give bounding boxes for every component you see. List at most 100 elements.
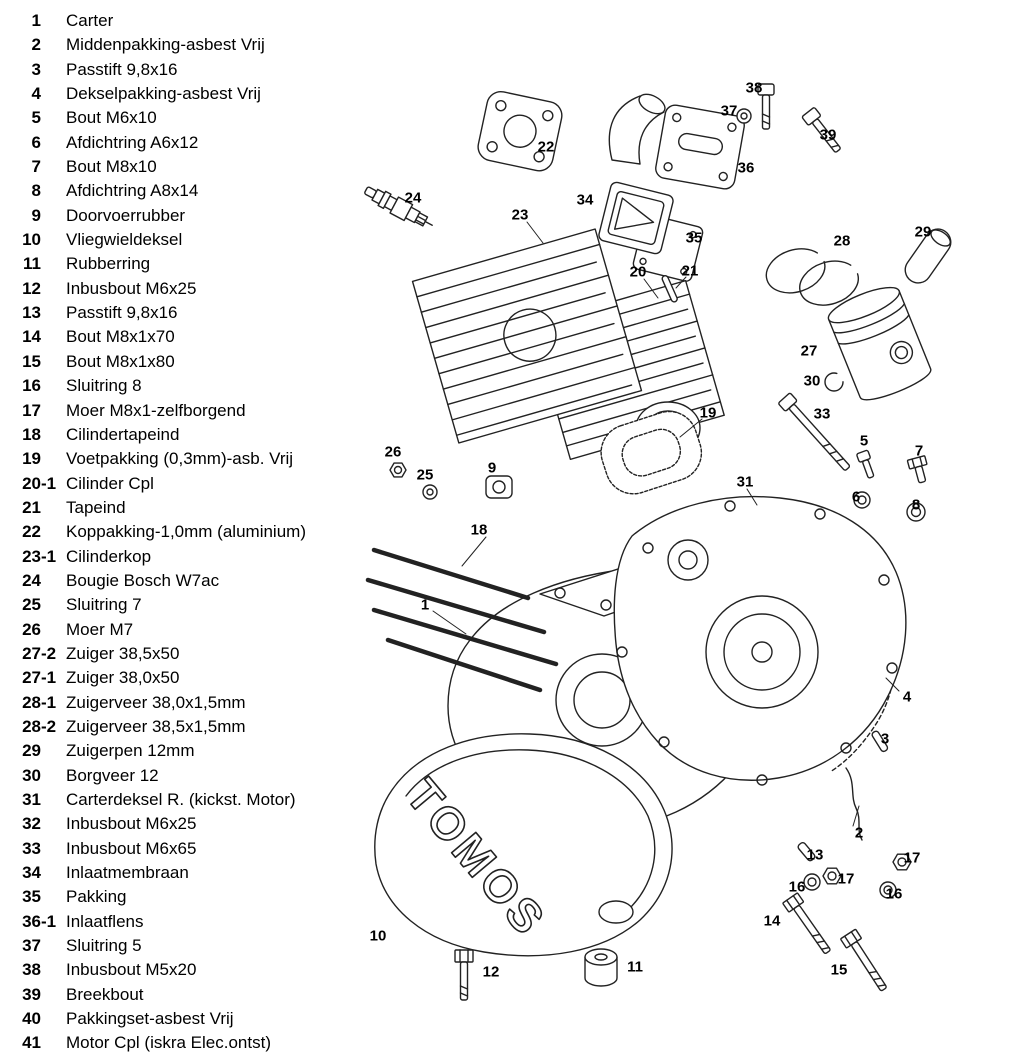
part-label: Koppakking-1,0mm (aluminium) — [66, 522, 306, 542]
part-row: 15 Bout M8x1x80 — [0, 350, 345, 374]
callout-5: 5 — [859, 432, 869, 450]
exploded-diagram: TOMOS — [364, 80, 952, 1001]
washer-16b-drawing — [879, 881, 897, 899]
part-label: Inbusbout M6x25 — [66, 814, 197, 834]
part-number: 33 — [22, 838, 41, 858]
part-number: 25 — [22, 595, 41, 615]
part-label: Doorvoerrubber — [66, 205, 186, 225]
part-number: 26 — [22, 619, 41, 639]
callout-12: 12 — [482, 963, 500, 981]
part-label: Passtift 9,8x16 — [66, 303, 178, 323]
part-number: 36 — [22, 911, 41, 931]
part-label: Zuigerveer 38,5x1,5mm — [66, 716, 246, 736]
part-number: 31 — [22, 790, 41, 809]
part-number-suffix: -2 — [41, 643, 57, 663]
part-label: Breekbout — [66, 984, 144, 1004]
part-label: Zuiger 38,5x50 — [66, 643, 180, 663]
part-label: Bout M8x10 — [66, 157, 157, 177]
part-label: Middenpakking-asbest Vrij — [66, 35, 265, 55]
callout-6: 6 — [851, 488, 861, 506]
part-number: 13 — [22, 303, 41, 323]
part-label: Bougie Bosch W7ac — [66, 570, 220, 590]
flywheel-cover-drawing: TOMOS — [374, 733, 673, 957]
part-number: 28 — [22, 692, 41, 712]
bolt-12-drawing — [454, 949, 474, 1001]
washer-6-drawing — [853, 491, 871, 509]
part-number: 16 — [22, 376, 41, 396]
head-gasket-drawing — [477, 90, 563, 172]
part-number: 21 — [22, 497, 41, 517]
callout-4: 4 — [902, 688, 912, 706]
callout-17: 17 — [903, 849, 921, 867]
part-label: Pakkingset-asbest Vrij — [66, 1009, 234, 1029]
part-number: 23 — [22, 546, 41, 566]
callout-24: 24 — [404, 189, 422, 207]
part-row: 13 Passtift 9,8x16 — [0, 301, 345, 325]
part-label: Inbusbout M6x65 — [66, 838, 197, 858]
part-label: Bout M8x1x70 — [66, 327, 175, 347]
part-number: 5 — [31, 108, 41, 128]
part-number-suffix: -1 — [41, 692, 57, 712]
stud-drawing — [661, 275, 678, 303]
bolt-5-drawing — [856, 449, 875, 479]
part-number: 15 — [22, 351, 41, 371]
crankcase-cover-drawing — [613, 495, 907, 786]
part-label: Bout M8x1x80 — [66, 351, 175, 371]
part-label: Cilinderkop — [66, 546, 152, 566]
piston-pin-drawing — [904, 228, 952, 284]
callout-22: 22 — [537, 138, 555, 156]
bolt-14-drawing — [782, 892, 831, 954]
part-label: Rubberring — [66, 254, 151, 274]
part-label: Inbusbout M5x20 — [66, 960, 197, 980]
part-label: Zuiger 38,0x50 — [66, 668, 180, 688]
part-label: Inbusbout M6x25 — [66, 278, 197, 298]
part-label: Afdichtring A8x14 — [66, 181, 199, 201]
part-number-suffix: -1 — [41, 546, 57, 566]
nut-26-drawing — [389, 462, 407, 478]
part-row: 39 Breekbout — [0, 983, 345, 1007]
callout-30: 30 — [803, 372, 821, 390]
part-label: Cilinder Cpl — [66, 473, 154, 493]
part-number-suffix: -1 — [41, 911, 57, 931]
callout-31: 31 — [736, 473, 754, 491]
part-label: Sluitring 8 — [66, 376, 142, 396]
part-row: 14 Bout M8x1x70 — [0, 325, 345, 349]
spark-plug-drawing — [364, 186, 433, 227]
part-number: 18 — [22, 424, 41, 444]
part-label: Zuigerveer 38,0x1,5mm — [66, 692, 246, 712]
piston-drawing — [827, 286, 932, 401]
part-number: 14 — [22, 327, 41, 347]
part-number: 39 — [22, 984, 41, 1004]
callout-37: 37 — [720, 102, 738, 120]
callout-33: 33 — [813, 405, 831, 423]
callout-14: 14 — [763, 912, 781, 930]
nut-17b-drawing — [892, 853, 912, 871]
bolt-15-drawing — [840, 928, 887, 992]
washer-25-drawing — [422, 484, 438, 500]
part-number: 40 — [22, 1009, 41, 1029]
part-number: 7 — [31, 157, 41, 177]
part-row: 40 Pakkingset-asbest Vrij — [0, 1007, 345, 1031]
part-number: 22 — [22, 522, 41, 542]
piston-rings-drawing — [765, 248, 859, 306]
part-number: 41 — [22, 1033, 41, 1053]
part-number: 27 — [22, 643, 41, 663]
part-row: 7 Bout M8x10 — [0, 155, 345, 179]
